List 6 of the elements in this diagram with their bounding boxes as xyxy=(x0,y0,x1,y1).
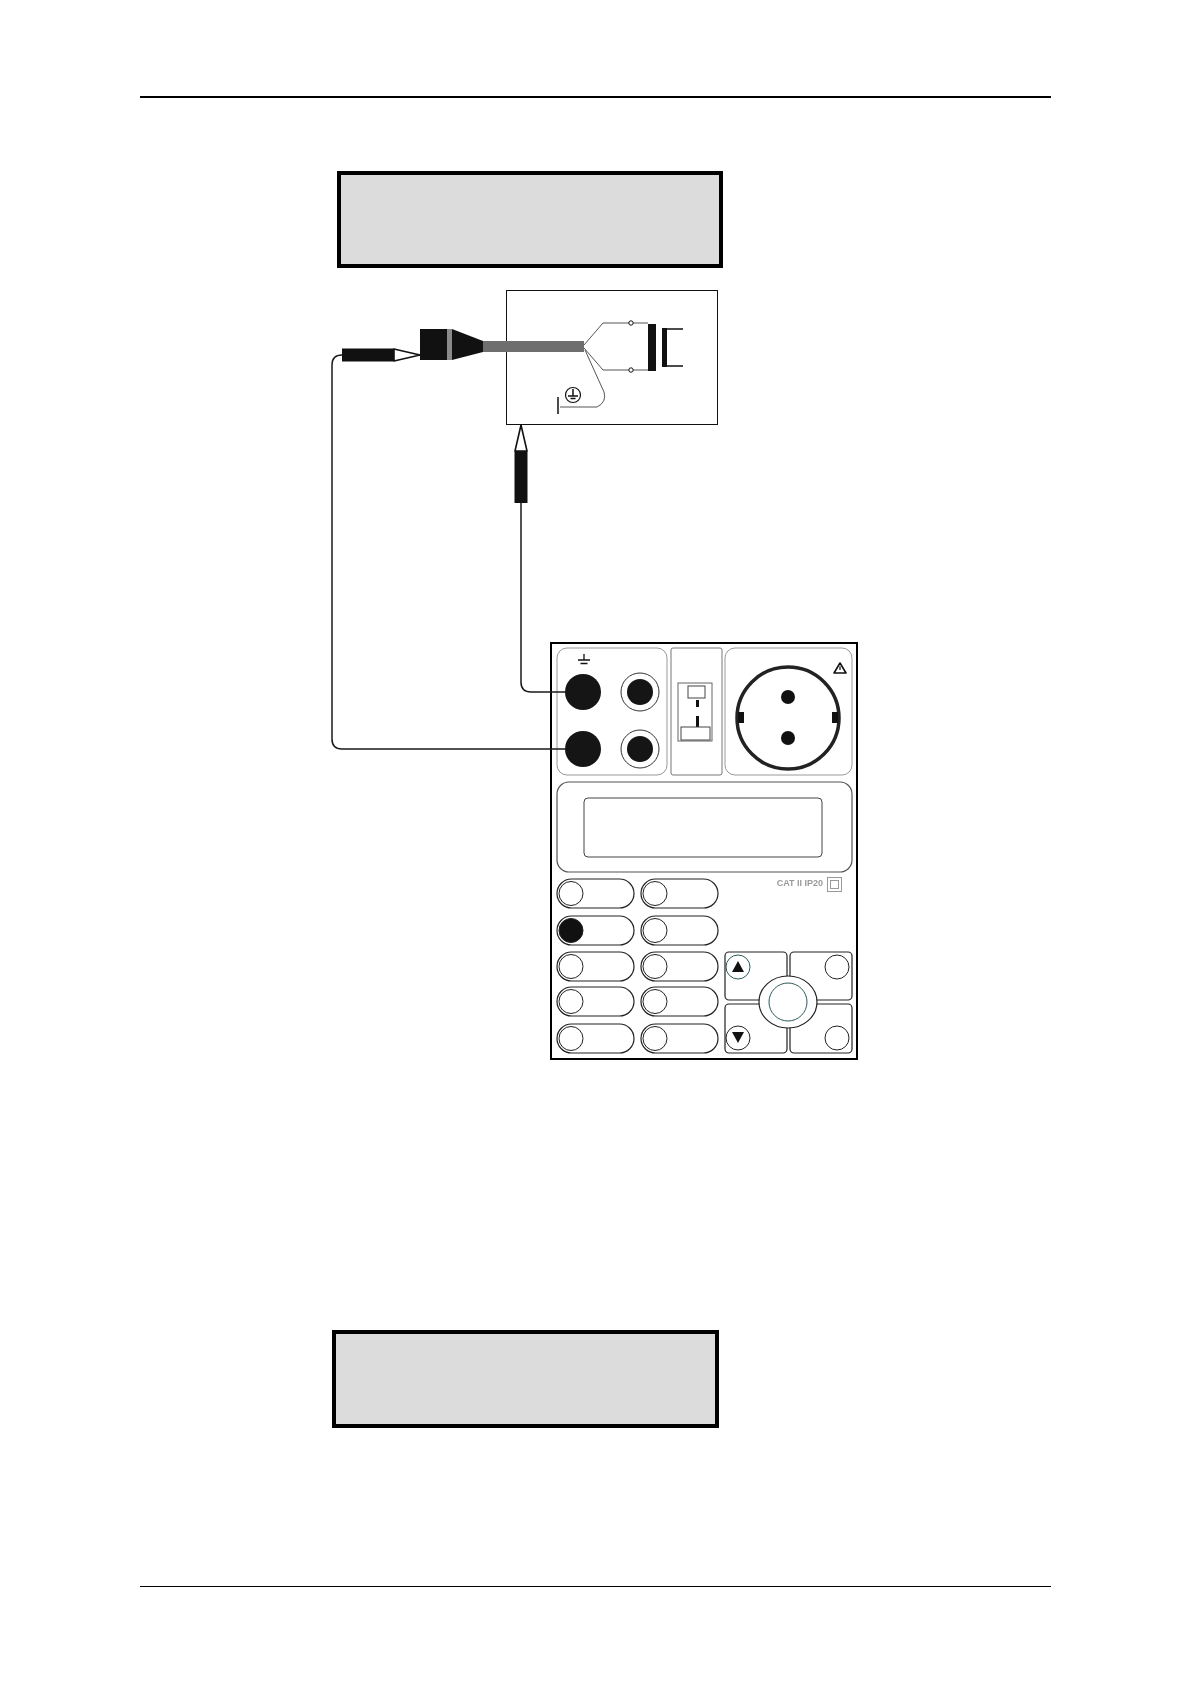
device-under-test xyxy=(420,290,718,425)
test-terminal xyxy=(565,731,601,767)
empty-panel xyxy=(332,1330,719,1428)
empty-panel xyxy=(337,171,723,268)
test-terminal xyxy=(565,674,601,710)
rating-label: CAT II IP20 xyxy=(776,878,823,889)
